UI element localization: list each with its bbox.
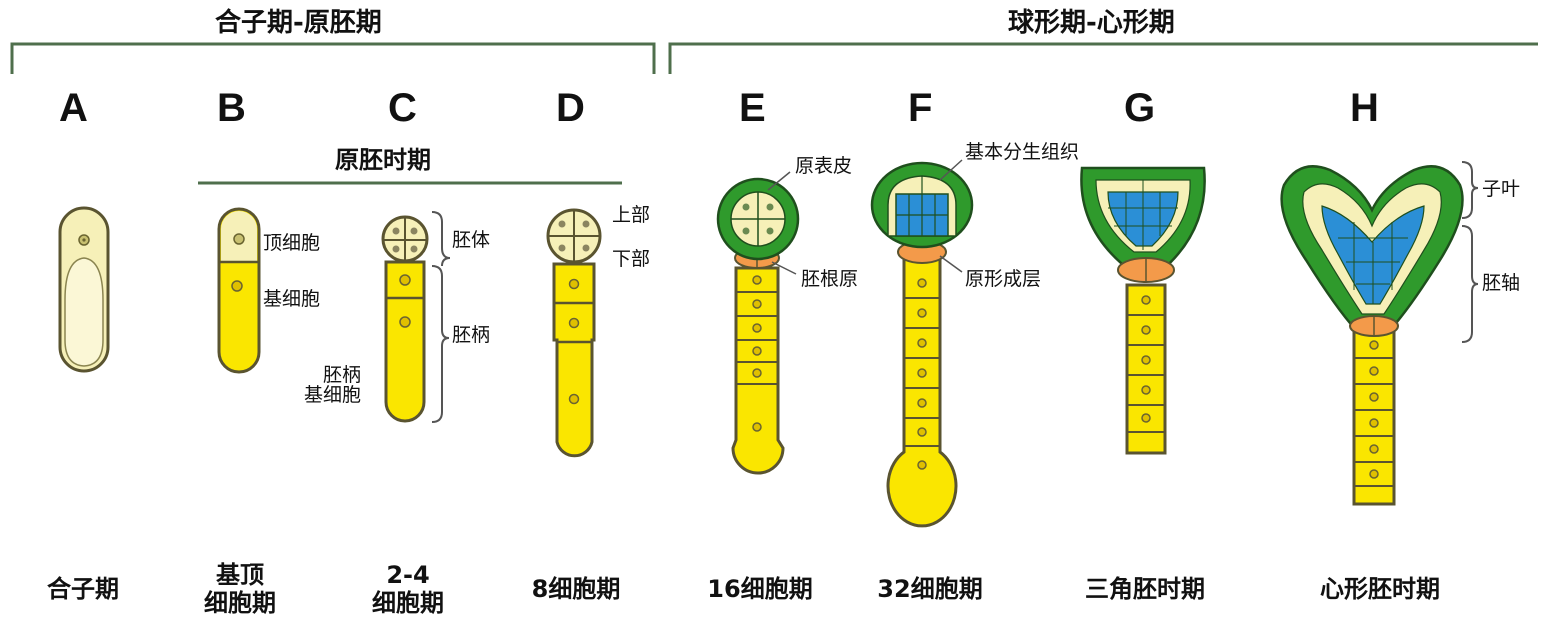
bracket-axis bbox=[1462, 226, 1478, 342]
caption-d: 8细胞期 bbox=[506, 576, 646, 604]
stage-letter-g: G bbox=[1124, 88, 1155, 128]
label-basal-cell: 基细胞 bbox=[263, 290, 320, 309]
eight-cell-embryo bbox=[548, 210, 600, 456]
header-right: 球形期-心形期 bbox=[1008, 10, 1175, 36]
label-embryo-proper: 胚体 bbox=[452, 231, 490, 250]
heart-embryo bbox=[1282, 166, 1463, 504]
stage-letter-a: A bbox=[59, 88, 88, 128]
label-lower-tier: 下部 bbox=[612, 250, 650, 269]
leader-procambium bbox=[940, 256, 962, 272]
label-upper-tier: 上部 bbox=[612, 206, 650, 225]
stage-letter-f: F bbox=[908, 88, 932, 128]
triangular-embryo bbox=[1081, 168, 1204, 453]
stage-letter-d: D bbox=[556, 88, 585, 128]
caption-e: 16细胞期 bbox=[690, 576, 830, 604]
two-cell-embryo bbox=[219, 209, 259, 372]
label-hypocotyl-axis: 胚轴 bbox=[1482, 274, 1520, 293]
caption-c: 2-4 细胞期 bbox=[343, 562, 473, 617]
sixteen-cell-embryo bbox=[718, 179, 798, 473]
stage-letter-e: E bbox=[739, 88, 766, 128]
label-ground-meristem: 基本分生组织 bbox=[965, 143, 1079, 162]
caption-a: 合子期 bbox=[18, 576, 148, 604]
bracket-embryo-proper bbox=[432, 212, 450, 266]
zygote-cell bbox=[60, 208, 108, 371]
top-bracket-right bbox=[670, 44, 1538, 74]
label-hypophysis: 胚根原 bbox=[801, 270, 858, 289]
four-cell-embryo bbox=[383, 217, 427, 421]
label-protoderm: 原表皮 bbox=[795, 157, 852, 176]
stage-letter-b: B bbox=[217, 88, 246, 128]
label-suspensor: 胚柄 bbox=[452, 326, 490, 345]
label-cotyledon: 子叶 bbox=[1482, 180, 1520, 199]
caption-b: 基顶 细胞期 bbox=[175, 562, 305, 617]
caption-f: 32细胞期 bbox=[860, 576, 1000, 604]
label-apical-cell: 顶细胞 bbox=[263, 234, 320, 253]
stage-letter-h: H bbox=[1350, 88, 1379, 128]
caption-h: 心形胚时期 bbox=[1300, 576, 1460, 604]
stage-letter-c: C bbox=[388, 88, 417, 128]
caption-g: 三角胚时期 bbox=[1065, 576, 1225, 604]
thirty-two-cell-embryo bbox=[872, 163, 972, 526]
top-bracket-left bbox=[12, 44, 654, 74]
label-suspensor-basal-cell: 胚柄 基细胞 bbox=[304, 366, 361, 406]
label-procambium: 原形成层 bbox=[965, 270, 1041, 289]
bracket-cotyledon bbox=[1462, 162, 1478, 218]
bracket-suspensor bbox=[432, 266, 449, 422]
header-left: 合子期-原胚期 bbox=[215, 10, 382, 36]
header-proembryo: 原胚时期 bbox=[335, 148, 431, 172]
